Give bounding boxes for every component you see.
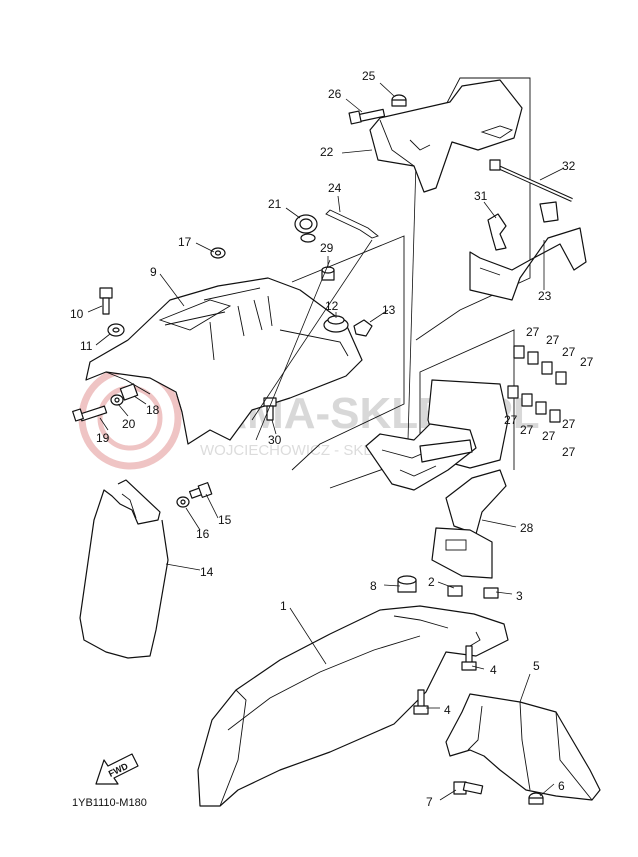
part-21-grommet [294,214,318,243]
part-17-nut [210,247,226,259]
callout-30: 30 [268,433,282,447]
part-11-collar [107,323,125,337]
callout-9: 9 [150,265,157,279]
part-4-bolt-upper [461,645,477,671]
part-19-bolt [72,405,108,422]
frame-link-22 [407,161,417,441]
callout-22: 22 [320,145,334,159]
callout-11: 11 [80,339,93,353]
callout-27d: 27 [580,355,594,369]
callout-27f: 27 [520,423,534,437]
callout-27g: 27 [542,429,556,443]
callout-18: 18 [146,403,160,417]
part-2-nut [447,585,463,597]
callout-27h: 27 [562,417,576,431]
leader-lines [87,82,565,801]
part-13-cap [353,319,373,337]
part-32-cable-tie [489,159,573,202]
plate-holder-assembly [365,379,509,491]
callout-12: 12 [325,299,339,313]
part-1-front-fender [197,605,509,807]
part-20-washer [110,394,124,406]
part-14-mud-flap [79,479,169,659]
fwd-arrow-icon: FWD [95,753,139,785]
callout-2: 2 [428,575,435,589]
part-15-bolt [188,482,213,499]
callout-labels: 1 2 3 4 4 5 6 7 8 9 10 11 12 13 14 15 16… [70,69,594,809]
callout-6: 6 [558,779,565,793]
callout-1: 1 [280,599,287,613]
callout-27a: 27 [526,325,540,339]
callout-25: 25 [362,69,376,83]
callout-3: 3 [516,589,523,603]
part-10-bolt [99,287,113,315]
part-16-washer [176,496,190,508]
part-23-bracket [469,201,587,301]
callout-19: 19 [96,431,110,445]
part-31-clip [487,213,507,251]
part-7-bolt [453,781,484,795]
part-29-bushing [321,266,335,281]
callout-5: 5 [533,659,540,673]
callout-7: 7 [426,795,433,809]
callout-32: 32 [562,159,576,173]
part-28-plate-stay [431,469,507,579]
part-6-collar [528,792,544,805]
callout-27b: 27 [546,333,560,347]
callout-13: 13 [382,303,396,317]
callout-26: 26 [328,87,342,101]
callout-31: 31 [474,189,488,203]
part-22-fender-cover [369,79,523,193]
part-3-nut [483,587,499,599]
callout-8: 8 [370,579,377,593]
callout-4b: 4 [444,703,451,717]
callout-16: 16 [196,527,210,541]
callout-28: 28 [520,521,534,535]
callout-27e: 27 [504,413,518,427]
part-5-lower-cover [445,693,601,801]
callout-17: 17 [178,235,192,249]
part-18-collar [119,383,139,401]
callout-29: 29 [320,241,334,255]
part-24-strip [325,209,379,239]
callout-20: 20 [122,417,136,431]
callout-14: 14 [200,565,214,579]
part-25-collar [391,94,407,107]
callout-27i: 27 [562,445,576,459]
callout-21: 21 [268,197,282,211]
callout-15: 15 [218,513,232,527]
part-26-bolt [348,108,386,125]
part-4-bolt-lower [413,689,429,715]
part-12-grommet [323,315,349,333]
callout-23: 23 [538,289,552,303]
part-27-clips [507,345,567,423]
callout-4a: 4 [490,663,497,677]
frame-rear-bracket [415,77,531,341]
part-8-nut [397,575,417,593]
part-9-rear-fender [85,277,363,445]
callout-10: 10 [70,307,84,321]
frame-mudguard-assembly [291,235,405,471]
callout-24: 24 [328,181,342,195]
drawing-code: 1YB1110-M180 [72,797,147,809]
callout-27c: 27 [562,345,576,359]
